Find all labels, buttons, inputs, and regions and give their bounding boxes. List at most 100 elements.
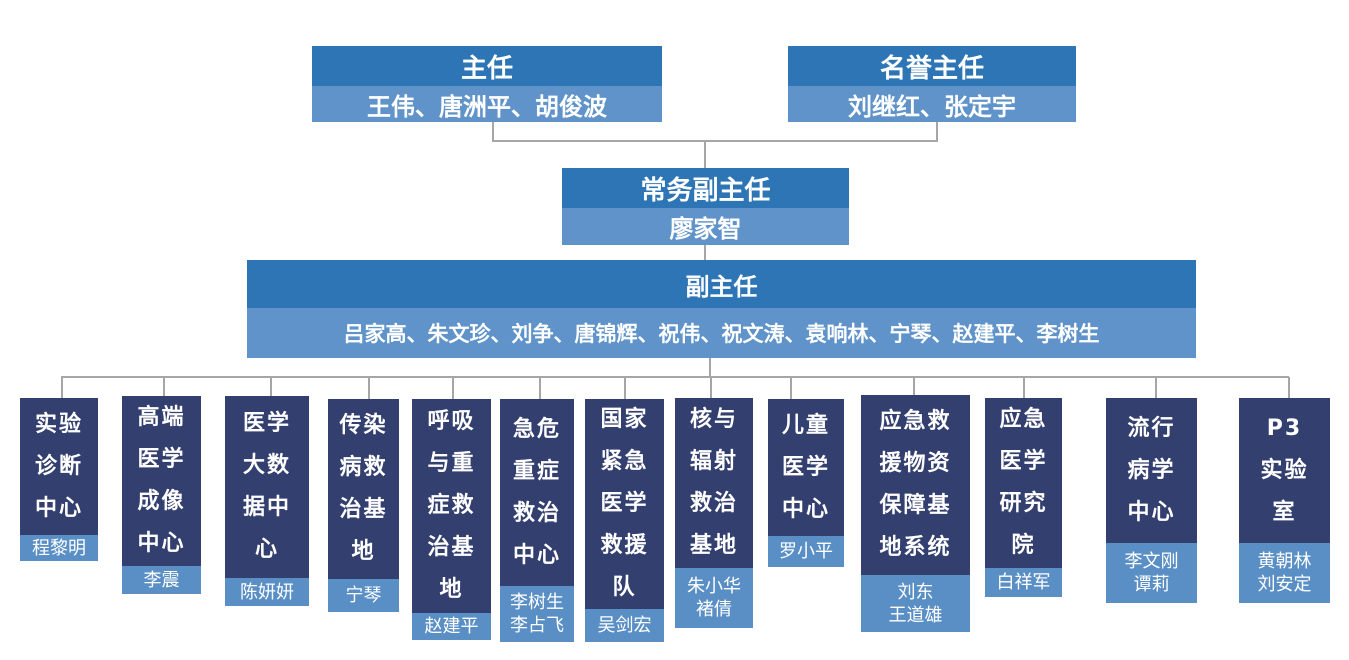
unit-leader-name: 黄朝林 <box>1257 551 1312 572</box>
connector <box>1155 377 1157 398</box>
unit-name-line: 医学 <box>137 447 186 472</box>
unit-name-line: 心 <box>254 537 279 562</box>
unit-leader-name: 陈妍妍 <box>240 581 294 603</box>
unit-name-line: 辐射 <box>689 449 738 474</box>
connector <box>492 122 494 141</box>
unit-box: 核与辐射救治基地朱小华褚倩 <box>675 398 753 628</box>
connector <box>790 377 792 399</box>
unit-leader-name: 白祥军 <box>996 572 1051 593</box>
unit-name: 呼吸与重症救治基地 <box>412 399 491 613</box>
unit-name-line: 地 <box>351 539 376 564</box>
unit-name-line: 救治 <box>512 500 561 526</box>
unit-leaders: 李震 <box>122 566 201 594</box>
unit-name-line: 医学 <box>600 491 649 516</box>
unit-name-line: 症救 <box>427 493 476 518</box>
unit-leaders: 宁琴 <box>328 579 399 612</box>
unit-leader-name: 李文刚 <box>1124 551 1179 572</box>
unit-box: 急危重症救治中心李树生李占飞 <box>500 399 574 642</box>
unit-leaders: 赵建平 <box>412 613 491 640</box>
unit-name: 国家紧急医学救援队 <box>585 399 664 609</box>
unit-name-line: 中心 <box>34 495 83 521</box>
unit-leader-name: 李树生 <box>510 592 564 613</box>
unit-leaders: 李树生李占飞 <box>500 586 574 642</box>
connector <box>704 245 706 260</box>
director-names: 王伟、唐洲平、胡俊波 <box>312 86 662 122</box>
unit-name-line: 紧急 <box>600 449 649 474</box>
unit-name-line: 院 <box>1011 533 1036 558</box>
unit-leader-name: 李占飞 <box>510 615 564 636</box>
unit-name-line: P3 <box>1266 415 1303 441</box>
unit-leaders: 程黎明 <box>20 535 98 561</box>
unit-name-line: 医学 <box>242 411 291 436</box>
unit-box: 流行病学中心李文刚谭莉 <box>1106 398 1197 603</box>
unit-name-line: 治基 <box>339 497 388 522</box>
unit-name-line: 治基 <box>427 535 476 560</box>
unit-name-line: 大数 <box>242 453 291 478</box>
unit-name-line: 中心 <box>137 531 186 556</box>
connector <box>368 377 370 399</box>
unit-name-line: 诊断 <box>34 453 83 479</box>
connector <box>936 122 938 141</box>
unit-leaders: 吴剑宏 <box>585 609 664 642</box>
unit-box: 国家紧急医学救援队吴剑宏 <box>585 399 664 642</box>
connector <box>704 140 706 168</box>
unit-name-line: 呼吸 <box>427 409 476 434</box>
connector <box>61 377 63 398</box>
unit-name-line: 室 <box>1272 499 1297 525</box>
unit-name-line: 保障基 <box>879 493 952 518</box>
unit-leaders: 李文刚谭莉 <box>1106 543 1197 603</box>
unit-name-line: 研究 <box>999 491 1048 516</box>
unit-name-line: 救援 <box>600 533 649 558</box>
unit-name: 医学大数据中心 <box>225 396 309 578</box>
executive-deputy-title: 常务副主任 <box>562 168 849 208</box>
unit-box: 高端医学成像中心李震 <box>122 396 201 594</box>
unit-leader-name: 王道雄 <box>888 604 943 626</box>
unit-box: 呼吸与重症救治基地赵建平 <box>412 399 491 640</box>
unit-name-line: 应急救 <box>879 409 952 434</box>
unit-name-line: 传染 <box>339 413 388 438</box>
unit-name-line: 中心 <box>1127 499 1176 525</box>
unit-name-line: 援物资 <box>879 451 952 476</box>
connector <box>61 376 1289 378</box>
unit-box: 儿童医学中心罗小平 <box>768 399 844 567</box>
unit-name-line: 儿童 <box>781 412 830 438</box>
unit-name-line: 病学 <box>1127 457 1176 483</box>
unit-name-line: 急危 <box>512 416 561 442</box>
unit-leaders: 罗小平 <box>768 536 844 567</box>
unit-name: 传染病救治基地 <box>328 399 399 579</box>
unit-name: 核与辐射救治基地 <box>675 398 753 568</box>
executive-deputy-names: 廖家智 <box>562 208 849 245</box>
unit-name-line: 医学 <box>781 454 830 480</box>
unit-leaders: 白祥军 <box>985 568 1062 597</box>
unit-name-line: 高端 <box>137 405 186 430</box>
connector <box>163 377 165 396</box>
unit-name-line: 中心 <box>781 496 830 522</box>
unit-name-line: 重症 <box>512 458 561 484</box>
connector <box>1288 377 1290 398</box>
connector <box>270 377 272 396</box>
connector <box>709 358 711 378</box>
connector <box>624 377 626 399</box>
unit-box: 医学大数据中心陈妍妍 <box>225 396 309 606</box>
connector <box>492 140 938 142</box>
unit-leader-name: 罗小平 <box>779 541 833 562</box>
unit-name-line: 救治 <box>689 491 738 516</box>
deputy-directors-title: 副主任 <box>247 260 1196 308</box>
unit-name: 应急救援物资保障基地系统 <box>861 395 970 575</box>
unit-leader-name: 褚倩 <box>696 599 732 620</box>
unit-name-line: 成像 <box>137 489 186 514</box>
unit-name-line: 应急 <box>999 407 1048 432</box>
unit-leader-name: 赵建平 <box>424 616 479 637</box>
unit-name-line: 病救 <box>339 455 388 480</box>
unit-name-line: 地 <box>439 577 464 602</box>
unit-leader-name: 朱小华 <box>687 576 741 597</box>
unit-box: 应急救援物资保障基地系统刘东王道雄 <box>861 395 970 632</box>
unit-leader-name: 刘安定 <box>1257 574 1312 595</box>
unit-name: 急危重症救治中心 <box>500 399 574 586</box>
unit-leaders: 朱小华褚倩 <box>675 568 753 628</box>
unit-name-line: 医学 <box>999 449 1048 474</box>
unit-leader-name: 程黎明 <box>32 537 86 559</box>
unit-name-line: 国家 <box>600 407 649 432</box>
